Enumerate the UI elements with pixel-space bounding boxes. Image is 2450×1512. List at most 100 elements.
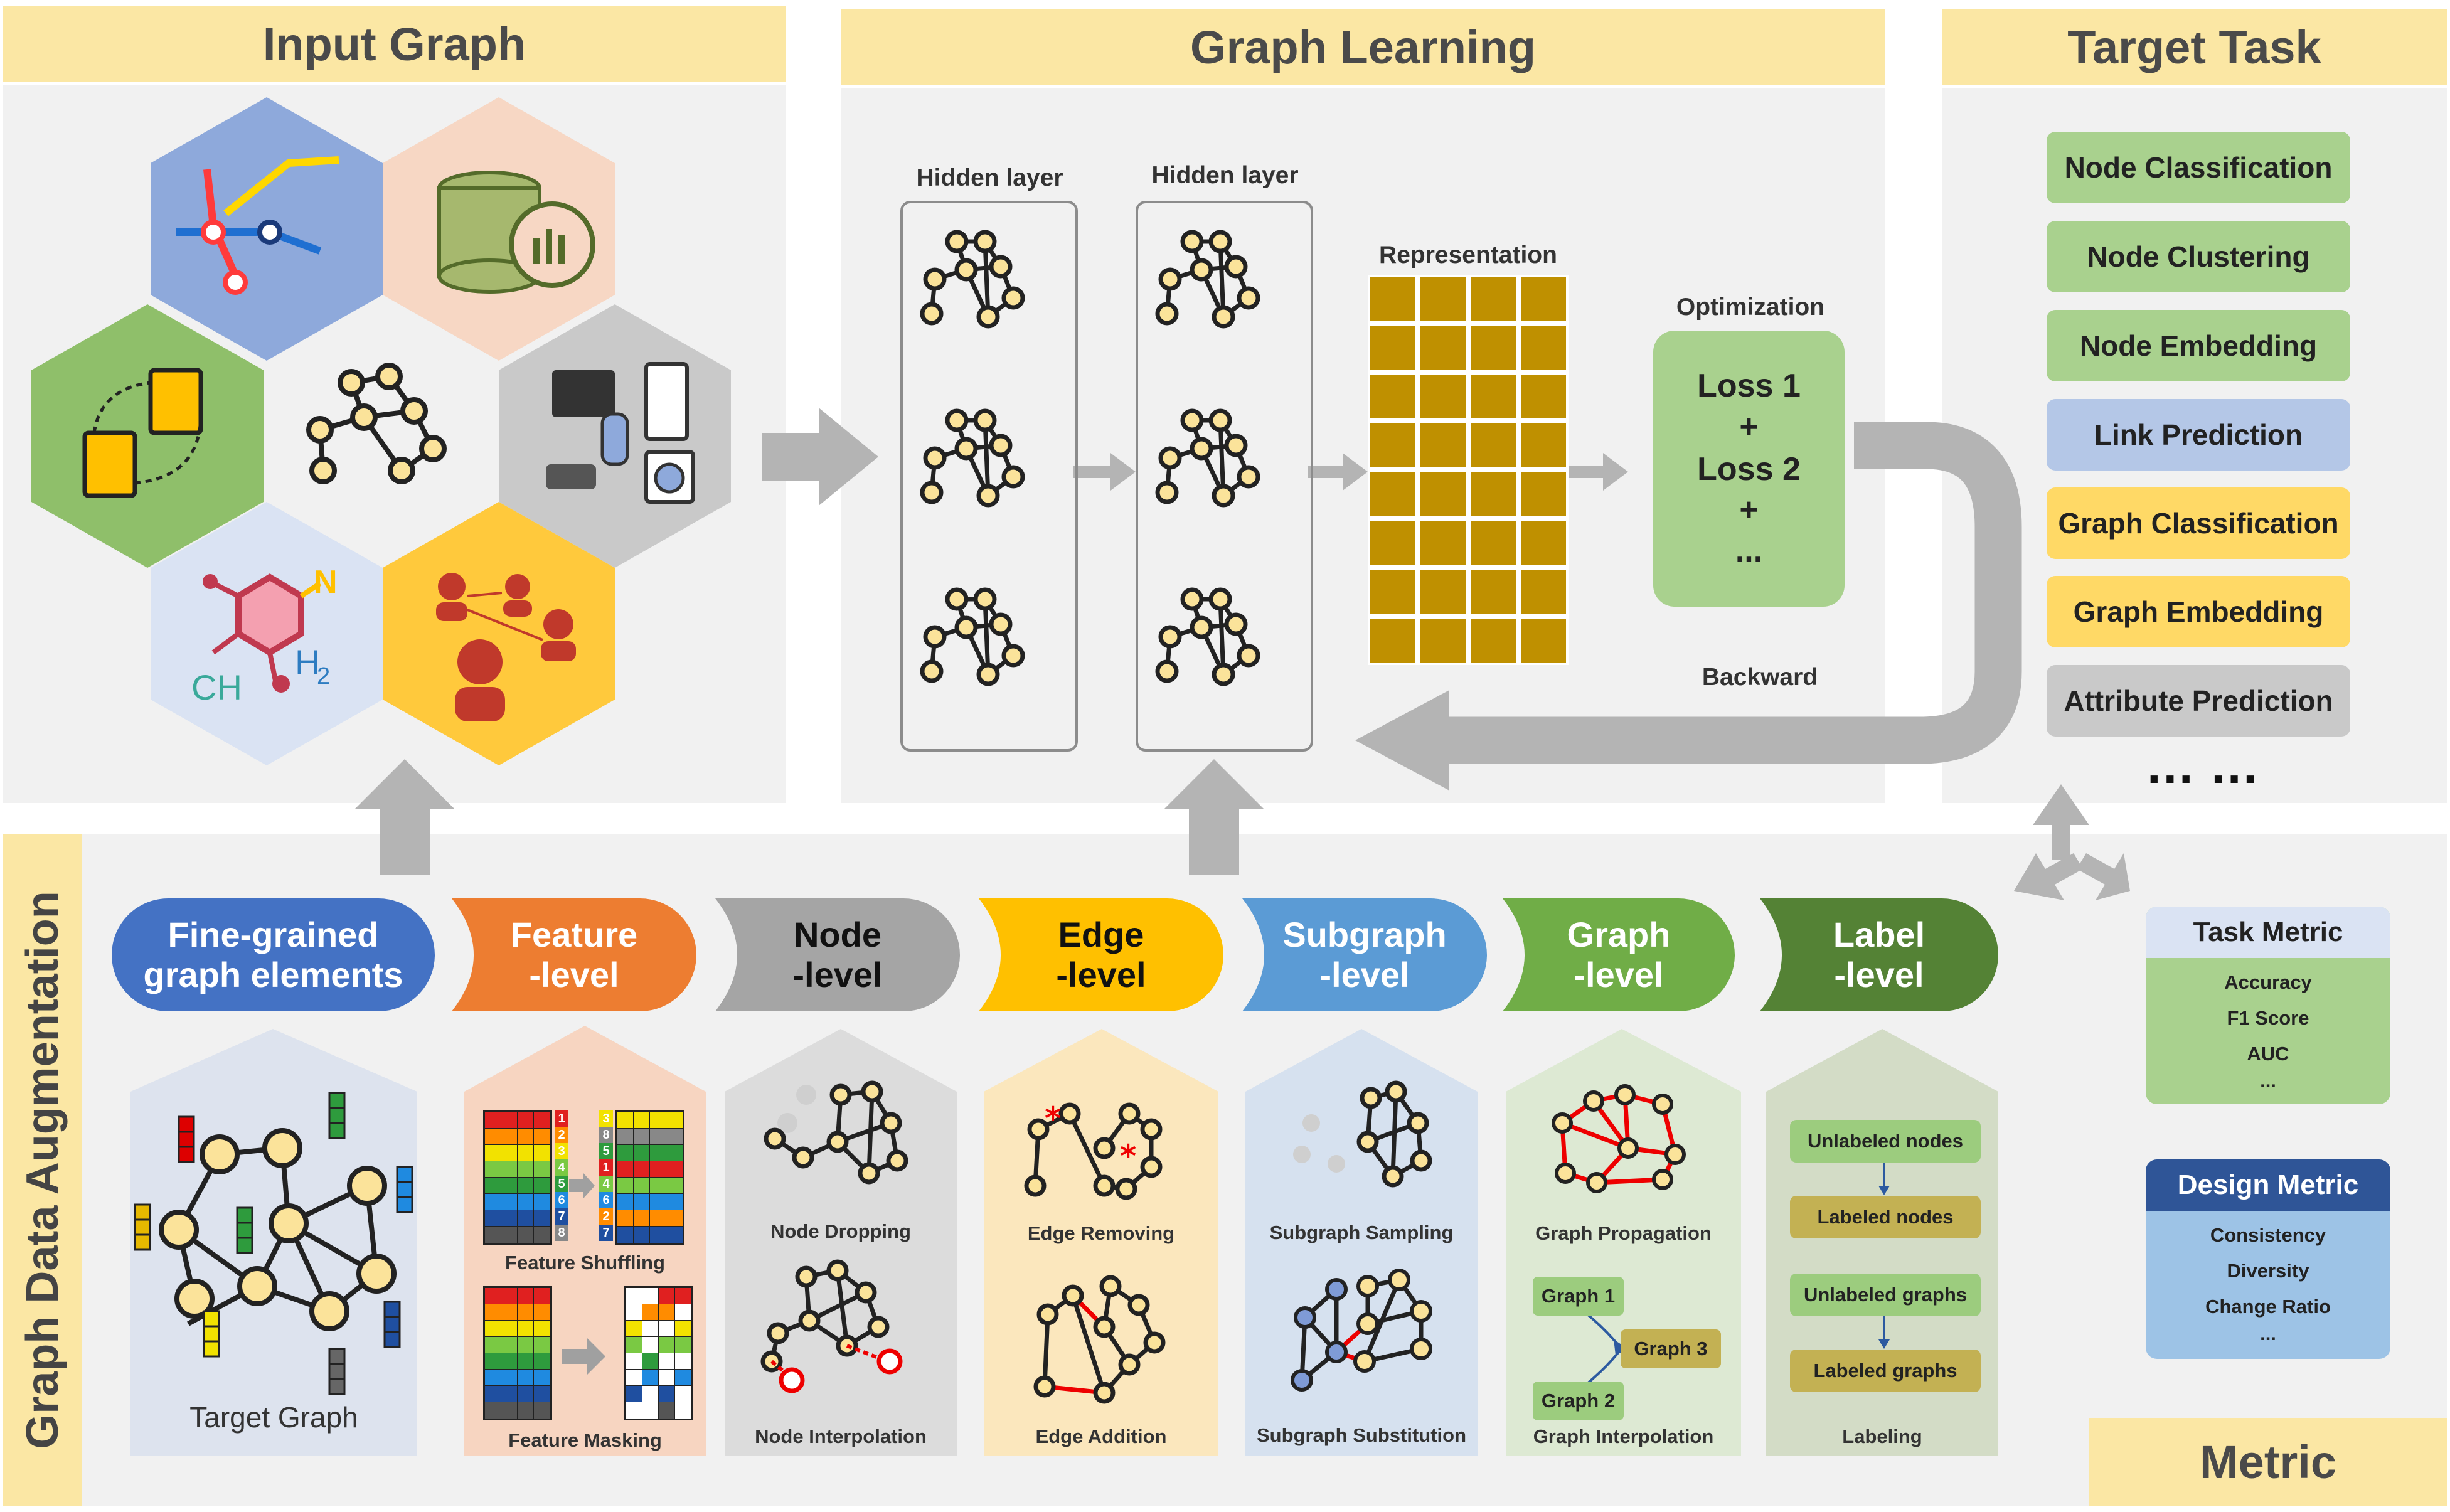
feature-cell xyxy=(517,1161,535,1178)
feature-cell xyxy=(649,1193,667,1211)
feature-cell xyxy=(517,1304,535,1321)
task-metric-item: Accuracy xyxy=(2224,971,2312,993)
caption-graph-propagation: Graph Propagation xyxy=(1535,1222,1712,1244)
feature-cell xyxy=(484,1226,502,1243)
feature-cell xyxy=(642,1287,659,1305)
feature-cell xyxy=(533,1112,551,1129)
feature-cell xyxy=(633,1226,651,1243)
task-metric-item: AUC xyxy=(2247,1043,2289,1065)
representation-cell xyxy=(1521,277,1566,321)
feature-cell xyxy=(533,1402,551,1419)
representation-cell xyxy=(1471,570,1516,614)
feature-cell xyxy=(642,1353,659,1370)
arrow-input-to-learning xyxy=(762,408,878,506)
arrow-hidden-to-representation xyxy=(1308,453,1368,491)
feature-cell xyxy=(517,1226,535,1243)
feature-cell xyxy=(517,1369,535,1387)
caption-node-interpolation: Node Interpolation xyxy=(755,1425,927,1447)
level-node: Node -level xyxy=(715,898,960,1011)
feature-cell xyxy=(533,1226,551,1243)
hidden-layer-1-label: Hidden layer xyxy=(916,164,1063,191)
level-edge: Edge -level xyxy=(979,898,1223,1011)
graph-1-box: Graph 1 xyxy=(1533,1277,1624,1316)
hex-social xyxy=(383,502,615,765)
task-more: … … xyxy=(2144,738,2260,794)
feature-cell xyxy=(617,1144,634,1162)
representation-grid xyxy=(1368,275,1569,665)
feature-cell xyxy=(484,1210,502,1227)
graph-propagation-illustration xyxy=(1552,1084,1686,1193)
graph-learning-title: Graph Learning xyxy=(841,9,1885,85)
feature-cell xyxy=(674,1369,692,1387)
subgraph-sampling-illustration xyxy=(1293,1080,1432,1188)
hex-appliances xyxy=(499,304,731,568)
task-metric-item: ... xyxy=(2260,1070,2276,1092)
representation-cell xyxy=(1521,619,1566,663)
hex-database xyxy=(383,97,615,361)
representation-cell xyxy=(1471,472,1516,516)
feature-cell xyxy=(517,1287,535,1305)
feature-cell xyxy=(633,1193,651,1211)
feature-cell xyxy=(658,1304,676,1321)
feature-cell xyxy=(674,1402,692,1419)
feature-cell xyxy=(501,1144,518,1162)
feature-cell xyxy=(501,1112,518,1129)
feature-cell xyxy=(674,1287,692,1305)
feature-cell xyxy=(484,1144,502,1162)
feature-arrows xyxy=(562,1173,605,1375)
design-metric-item: Consistency xyxy=(2210,1224,2326,1246)
feature-cell xyxy=(633,1161,651,1178)
representation-cell xyxy=(1420,326,1466,370)
representation-cell xyxy=(1471,619,1516,663)
feature-cell xyxy=(617,1112,634,1129)
node-interpolation-illustration xyxy=(760,1259,903,1393)
representation-cell xyxy=(1521,423,1566,467)
feature-cell xyxy=(658,1320,676,1338)
representation-cell xyxy=(1420,375,1466,419)
feature-cell xyxy=(533,1193,551,1211)
feature-index: 3 xyxy=(599,1110,613,1127)
feature-cell xyxy=(484,1385,502,1403)
feature-cell xyxy=(626,1287,643,1305)
feature-cell xyxy=(517,1320,535,1338)
representation-cell xyxy=(1471,277,1516,321)
feature-cell xyxy=(484,1287,502,1305)
task-attribute-prediction: Attribute Prediction xyxy=(2047,665,2350,737)
feature-cell xyxy=(649,1144,667,1162)
edge-addition-illustration xyxy=(1033,1275,1166,1404)
feature-cell xyxy=(626,1369,643,1387)
caption-subgraph-sampling: Subgraph Sampling xyxy=(1269,1222,1454,1243)
feature-cell xyxy=(658,1385,676,1403)
task-node-classification: Node Classification xyxy=(2047,132,2350,203)
loss-line-1: Loss 1 xyxy=(1697,368,1801,404)
task-metric-title: Task Metric xyxy=(2146,907,2390,958)
metric-title: Metric xyxy=(2089,1418,2447,1506)
feature-cell xyxy=(484,1353,502,1370)
representation-cell xyxy=(1420,423,1466,467)
hex-documents xyxy=(31,304,264,568)
caption-subgraph-substitution: Subgraph Substitution xyxy=(1256,1424,1467,1446)
arrow-hidden-to-hidden xyxy=(1073,453,1136,491)
feature-cell xyxy=(517,1128,535,1146)
design-metric-title: Design Metric xyxy=(2146,1159,2390,1211)
level-feature: Feature -level xyxy=(452,898,696,1011)
arrow-aug-to-input xyxy=(354,759,455,875)
task-graph-classification: Graph Classification xyxy=(2047,487,2350,559)
node-dropping-illustration xyxy=(764,1080,908,1185)
loss-line-3: Loss 2 xyxy=(1697,451,1801,487)
feature-cell xyxy=(533,1369,551,1387)
feature-cell xyxy=(666,1226,683,1243)
feature-cell xyxy=(517,1336,535,1354)
representation-cell xyxy=(1521,326,1566,370)
feature-cell xyxy=(501,1226,518,1243)
feature-cell xyxy=(633,1210,651,1227)
feature-vector-icons xyxy=(134,1092,413,1395)
feature-cell xyxy=(617,1177,634,1195)
level-subgraph: Subgraph -level xyxy=(1242,898,1487,1011)
feature-cell xyxy=(658,1353,676,1370)
feature-cell xyxy=(666,1161,683,1178)
feature-index: 4 xyxy=(599,1176,613,1192)
feature-cell xyxy=(484,1128,502,1146)
feature-cell xyxy=(617,1193,634,1211)
augmentation-title-bar xyxy=(3,834,82,1506)
